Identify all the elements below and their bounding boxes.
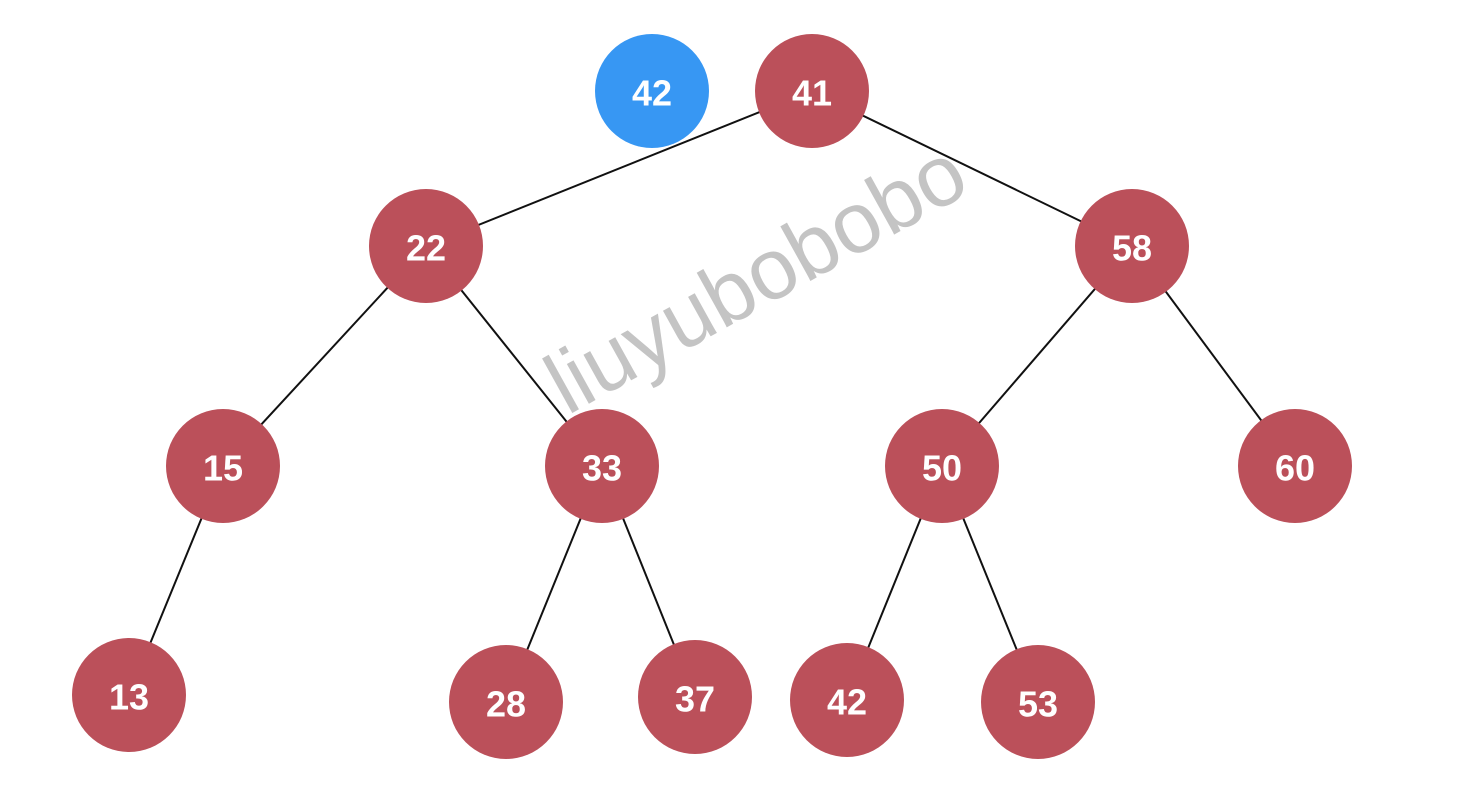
tree-node-circle (755, 34, 869, 148)
tree-node-label: 41 (792, 73, 832, 114)
watermark-text: liuyubobobo (530, 124, 982, 433)
tree-node-label: 37 (675, 679, 715, 720)
tree-node-circle (369, 189, 483, 303)
tree-node-label: 15 (203, 448, 243, 489)
tree-node-label: 50 (922, 448, 962, 489)
tree-node-41: 41 (755, 34, 869, 148)
tree-node-circle (449, 645, 563, 759)
tree-node-label: 33 (582, 448, 622, 489)
tree-node-circle (166, 409, 280, 523)
tree-node-circle (1238, 409, 1352, 523)
tree-node-60: 60 (1238, 409, 1352, 523)
tree-node-label: 42 (827, 682, 867, 723)
inserting-node-label: 42 (632, 73, 672, 114)
tree-node-label: 58 (1112, 228, 1152, 269)
tree-node-22: 22 (369, 189, 483, 303)
tree-node-58: 58 (1075, 189, 1189, 303)
tree-node-label: 28 (486, 684, 526, 725)
tree-node-circle (545, 409, 659, 523)
tree-node-label: 22 (406, 228, 446, 269)
tree-node-37: 37 (638, 640, 752, 754)
tree-node-28: 28 (449, 645, 563, 759)
tree-node-circle (72, 638, 186, 752)
tree-edge-41-58 (811, 90, 1133, 247)
tree-node-circle (790, 643, 904, 757)
tree-node-label: 13 (109, 677, 149, 718)
tree-node-33: 33 (545, 409, 659, 523)
tree-node-label: 60 (1275, 448, 1315, 489)
tree-node-13: 13 (72, 638, 186, 752)
tree-edge-41-22 (425, 90, 813, 247)
inserting-node: 42 (595, 34, 709, 148)
tree-node-circle (1075, 189, 1189, 303)
tree-node-label: 53 (1018, 684, 1058, 725)
tree-edges (128, 90, 1296, 703)
inserting-node-circle (595, 34, 709, 148)
tree-node-circle (981, 645, 1095, 759)
tree-node-15: 15 (166, 409, 280, 523)
tree-node-53: 53 (981, 645, 1095, 759)
tree-nodes: 41 22 58 15 33 50 60 13 28 37 42 53 (72, 34, 1352, 759)
tree-node-50: 50 (885, 409, 999, 523)
tree-node-circle (638, 640, 752, 754)
tree-node-circle (885, 409, 999, 523)
tree-node-42: 42 (790, 643, 904, 757)
